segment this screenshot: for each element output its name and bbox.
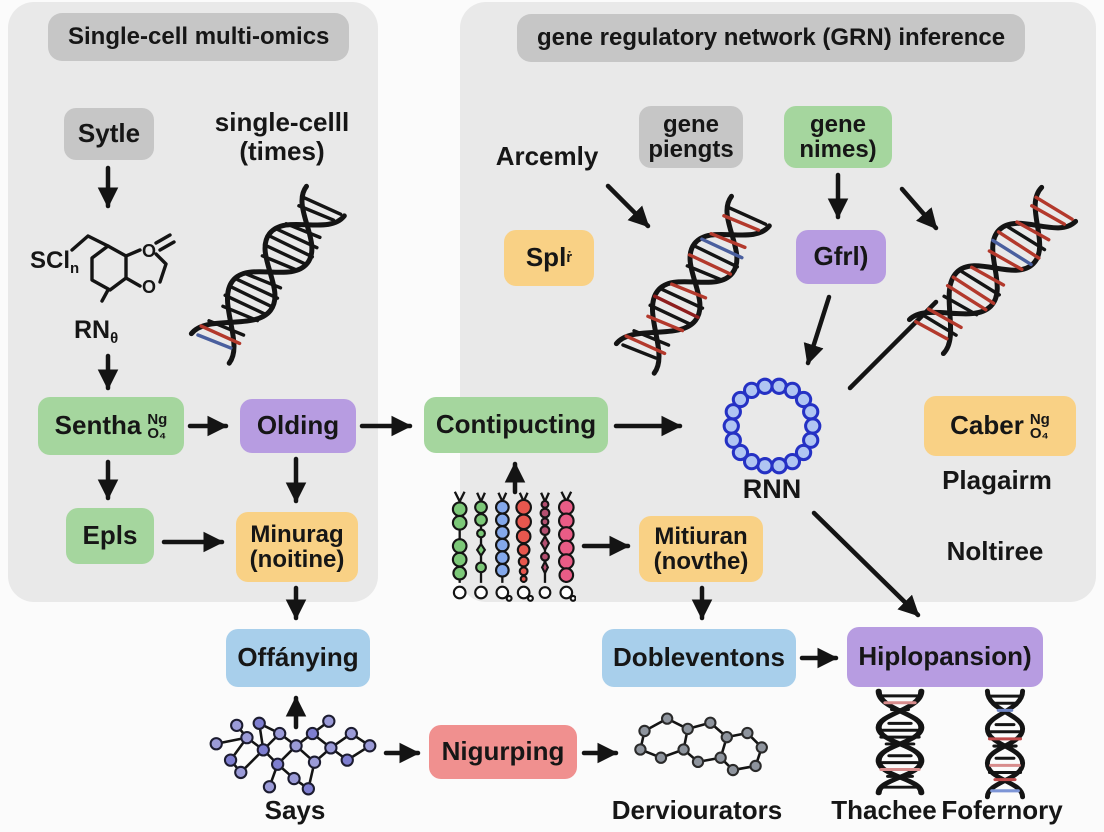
plagairm-label: Plagairm [942, 465, 1052, 495]
flow-arrow [605, 183, 651, 229]
node-nigurping: Nigurping [429, 725, 577, 779]
node-hiplopansion: Hiplopansion) [847, 627, 1043, 687]
dna-helix-left-icon [185, 175, 355, 370]
node-gene-nimes: gene nimes) [784, 106, 892, 168]
molecule-icon: O O [70, 233, 176, 303]
molecule-top-label: SCln [30, 247, 80, 277]
derviourators-label: Derviourators [611, 795, 783, 825]
connector-line [847, 299, 939, 391]
thachee-label: Thachee [831, 795, 937, 825]
right-panel-title: gene regulatory network (GRN) inference [517, 14, 1026, 62]
network-graph-derviourators-icon [634, 712, 768, 777]
right-title-text: gene regulatory network (GRN) inference [537, 24, 1006, 51]
noltiree-label: Noltiree [946, 536, 1044, 566]
left-title-text: Single-cell multi-omics [68, 23, 330, 50]
bead-strands-icon [451, 491, 576, 602]
network-graph-says-icon [209, 714, 377, 796]
node-minurag: Minurag (noitine) [236, 512, 358, 582]
node-mitiuran: Mitiuran (novthe) [639, 516, 763, 582]
rnn-ring-icon [722, 377, 822, 475]
flow-arrow [899, 186, 939, 231]
sytle-label: Sytle [77, 118, 141, 149]
node-sentha: Sentha Ng O₄ [38, 397, 184, 455]
single-cell-label: single-celll (times) [214, 107, 350, 167]
says-label: Says [264, 795, 326, 825]
sentha-formula: Ng O₄ [147, 411, 168, 442]
dna-helix-center-icon [610, 185, 780, 380]
node-gene-piengts: gene piengts [639, 106, 743, 168]
fofernory-label: Fofernory [941, 795, 1063, 825]
dna-helix-thachee-icon [875, 688, 925, 796]
flow-arrow [803, 294, 832, 366]
left-panel-title: Single-cell multi-omics [48, 13, 350, 61]
left-panel [8, 2, 378, 602]
node-gfrl: Gfrl) [796, 230, 886, 284]
molecule-o2: O [142, 277, 156, 297]
flow-arrow [811, 510, 921, 618]
node-offanying: Offánying [226, 629, 370, 687]
molecule-bottom-label: RNθ [74, 316, 119, 347]
node-caber: Caber Ng O₄ [924, 396, 1076, 456]
node-epls: Epls [66, 508, 154, 564]
dna-helix-fofernory-icon [984, 688, 1026, 800]
arcemly-label: Arcemly [495, 141, 599, 171]
node-olding: Olding [240, 399, 356, 453]
caber-formula: Ng O₄ [1029, 411, 1050, 442]
node-dobleventons: Dobleventons [602, 629, 796, 687]
node-contipucting: Contipucting [424, 397, 608, 453]
node-sytle: Sytle [64, 108, 154, 160]
rnn-label: RNN [742, 474, 802, 504]
molecule-o1: O [142, 241, 156, 261]
dna-helix-topright-icon [903, 176, 1087, 360]
